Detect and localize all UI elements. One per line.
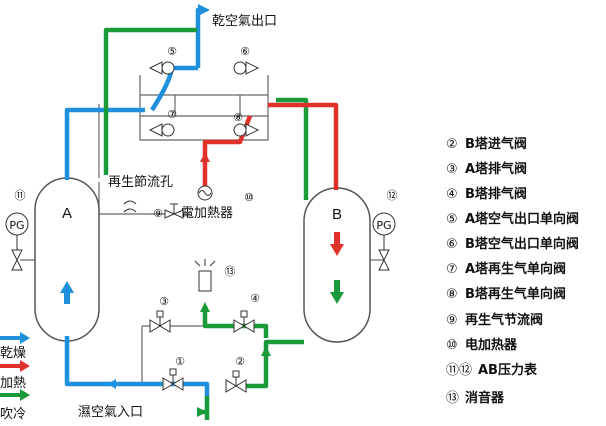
gauge-b-number: ⑫	[387, 189, 398, 202]
legend-text: B塔进气阀	[465, 136, 527, 152]
legend-mark: ③	[446, 162, 458, 177]
legend-mark: ②	[446, 137, 458, 152]
tower-a-label: A	[62, 205, 72, 222]
exhaust-valve-4: ④	[233, 292, 260, 333]
legend-item: ⑬ 消音器	[446, 390, 505, 406]
legend-heat-label: 加熱	[0, 376, 26, 391]
check-valve-8: ⑧	[233, 111, 260, 137]
flow-legend: 乾燥 加熱 吹冷	[0, 332, 30, 422]
legend-item: ⑧ B塔再生气单向阀	[446, 286, 566, 302]
legend-item: ⑦ A塔再生气单向阀	[446, 261, 566, 277]
tower-b-cool-arrow	[330, 292, 344, 304]
valve-4-number: ④	[250, 292, 260, 305]
component-legend: ② B塔进气阀 ③ A塔排气阀 ④ B塔排气阀 ⑤ A塔空气出口单向阀 ⑥ B塔…	[446, 136, 579, 406]
valve-2-number: ②	[235, 355, 245, 368]
gauge-a-number: ⑪	[15, 189, 26, 202]
legend-mark: ⑦	[446, 262, 458, 277]
tower-a: A	[34, 177, 100, 342]
check-valve-6: ⑥	[233, 45, 260, 75]
regen-orifice-label: 再生節流孔	[108, 175, 173, 190]
legend-text: A塔排气阀	[465, 161, 527, 177]
legend-text: B塔排气阀	[465, 186, 527, 202]
legend-mark: ⑥	[446, 237, 458, 252]
legend-item: ⑨ 再生气节流阀	[446, 312, 543, 328]
legend-item: ② B塔进气阀	[446, 136, 527, 152]
exhaust-valve-3: ③	[149, 295, 171, 333]
legend-mark: ⑨	[446, 313, 458, 328]
legend-text: 再生气节流阀	[465, 312, 543, 328]
tower-a-flow-arrow	[60, 281, 74, 293]
tower-b-heat-arrow	[330, 244, 344, 256]
cooling-flow-path	[103, 27, 309, 420]
wet-air-inlet-label: 濕空氣入口	[78, 405, 143, 420]
inlet-valve-1: ①	[162, 355, 185, 391]
heater-label: 電加熱器	[181, 206, 233, 221]
green-inlet-arrow	[197, 407, 207, 417]
legend-item: ④ B塔排气阀	[446, 186, 527, 202]
heater-number: ⑩	[244, 191, 254, 204]
dry-air-outlet-label: 乾空氣出口	[212, 14, 277, 29]
silencer-number: ⑬	[225, 265, 236, 278]
valve-9-number: ⑨	[153, 207, 163, 220]
legend-mark: ⑪⑫	[446, 363, 472, 378]
outlet-pipe-arrow	[108, 379, 116, 389]
legend-text: A塔空气出口单向阀	[465, 211, 579, 227]
tower-b: B	[303, 187, 371, 343]
gauge-a-label: PG	[9, 219, 24, 232]
legend-mark: ⑬	[446, 391, 459, 406]
legend-text: B塔空气出口单向阀	[465, 236, 579, 252]
valve-6-number: ⑥	[240, 45, 250, 58]
legend-item: ⑤ A塔空气出口单向阀	[446, 211, 579, 227]
throttle-valve-9	[164, 203, 184, 219]
legend-text: B塔再生气单向阀	[465, 286, 566, 302]
heating-flow-path	[202, 102, 339, 190]
legend-text: 电加热器	[465, 337, 518, 353]
valve-1-number: ①	[175, 355, 185, 368]
electric-heater	[197, 185, 213, 201]
inlet-valve-2: ②	[225, 355, 247, 393]
legend-mark: ⑧	[446, 287, 458, 302]
dry-outlet-arrow	[198, 4, 210, 16]
legend-text: 消音器	[465, 390, 505, 406]
valve-3-number: ③	[159, 295, 169, 308]
silencer	[194, 259, 216, 292]
orifice-icon	[123, 200, 137, 213]
legend-text: AB压力表	[478, 362, 538, 378]
tower-b-label: B	[332, 206, 342, 223]
legend-mark: ⑤	[446, 212, 458, 227]
legend-item: ⑪⑫ AB压力表	[446, 362, 538, 378]
exhaust-up-arrow	[200, 302, 210, 312]
valve-8-number: ⑧	[233, 111, 243, 124]
check-valve-7: ⑦	[148, 108, 177, 137]
pressure-gauge-b: PG ⑫	[372, 189, 398, 271]
legend-text: A塔再生气单向阀	[465, 261, 566, 277]
legend-mark: ④	[446, 187, 458, 202]
check-valve-5: ⑤	[148, 45, 177, 75]
legend-mark: ⑩	[446, 338, 458, 353]
legend-item: ⑥ B塔空气出口单向阀	[446, 236, 579, 252]
legend-dry-label: 乾燥	[0, 346, 26, 361]
valve-7-number: ⑦	[167, 108, 177, 121]
valve-5-number: ⑤	[167, 45, 177, 58]
heat-up-arrow	[200, 152, 210, 162]
legend-item: ⑩ 电加热器	[446, 337, 518, 353]
legend-item: ③ A塔排气阀	[446, 161, 527, 177]
legend-cool-label: 吹冷	[0, 407, 26, 422]
gauge-b-label: PG	[376, 219, 391, 232]
green-up-arrow	[261, 346, 271, 356]
pressure-gauge-a: PG ⑪	[5, 189, 29, 271]
